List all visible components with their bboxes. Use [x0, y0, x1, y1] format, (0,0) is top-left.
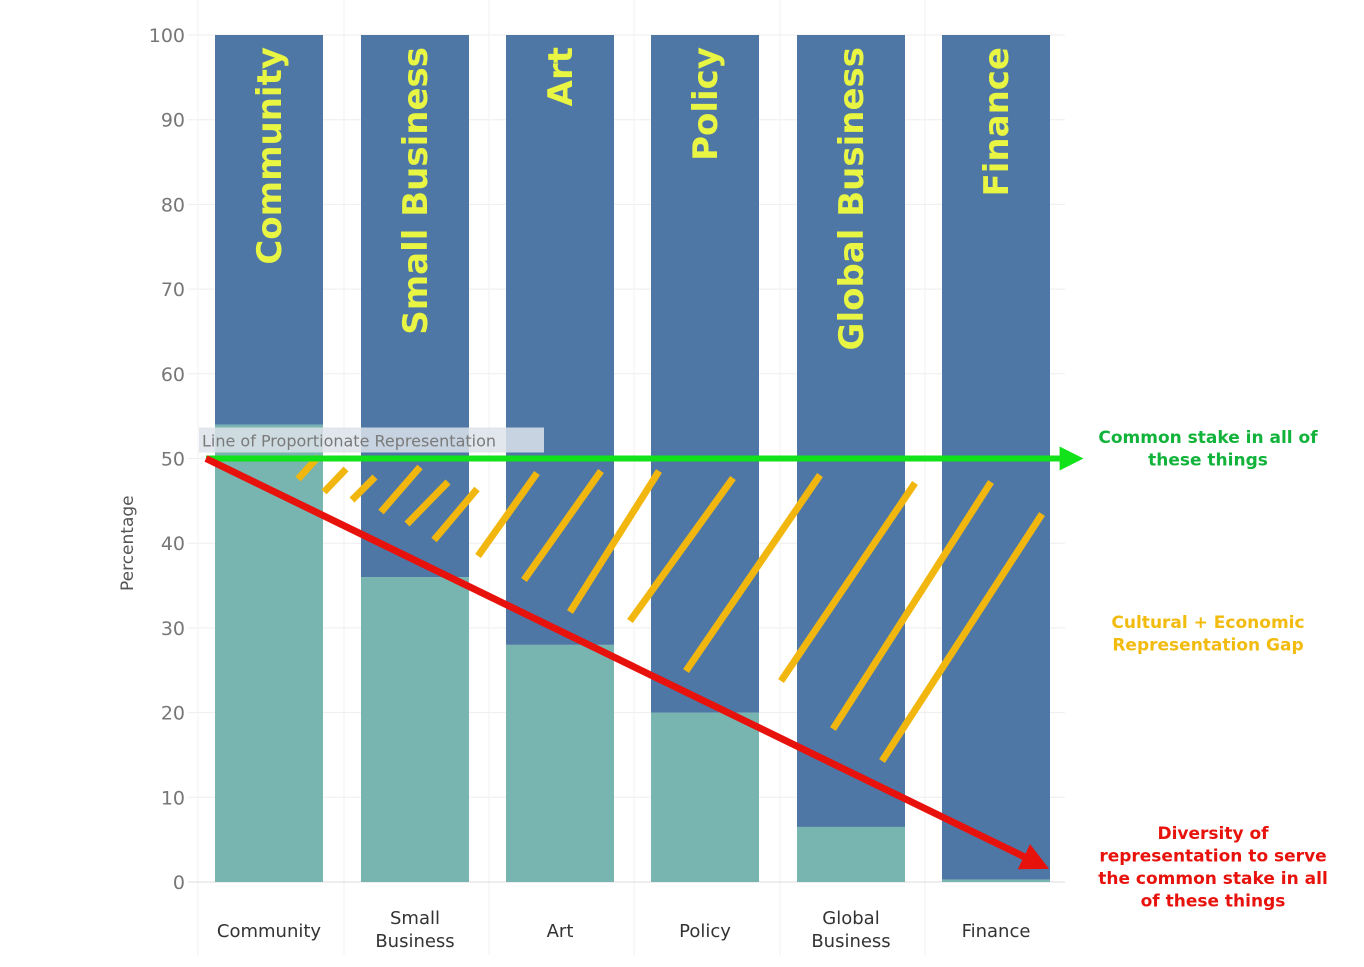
hatch-stroke [321, 466, 349, 495]
y-tick-label: 70 [161, 279, 185, 301]
bar-segment-remainder [651, 35, 759, 713]
category-tick-label: Business [811, 931, 890, 952]
annotations: Common stake in all of these thingsCultur… [1098, 428, 1328, 912]
y-axis-label: Percentage [118, 495, 138, 591]
bar-segment-represented [651, 712, 759, 882]
y-tick-label: 60 [161, 364, 185, 386]
diversity-arrow [204, 455, 1050, 870]
hatch-stroke [521, 468, 604, 583]
category-tick-label: Art [547, 921, 574, 942]
annotation-diversity: of these things [1141, 892, 1286, 912]
annotation-gap: Representation Gap [1112, 636, 1303, 656]
hatch-stroke [431, 486, 480, 543]
category-tick-label: Policy [679, 921, 731, 942]
y-tick-label: 50 [161, 449, 185, 471]
y-axis-ticks: 0 10 20 30 40 50 60 70 80 90 100 [149, 25, 185, 894]
bar-label: Finance [977, 47, 1017, 196]
hatch-stroke [879, 512, 1045, 763]
hatch-stroke [404, 479, 451, 527]
representation-gap-hatching [295, 454, 1045, 763]
y-tick-label: 10 [161, 787, 185, 809]
bar-label: Global Business [832, 47, 872, 350]
bar-label: Art [541, 47, 581, 106]
y-tick-label: 40 [161, 533, 185, 555]
reference-line-label: Line of Proportionate Representation [202, 432, 496, 451]
annotation-diversity: the common stake in all [1098, 869, 1328, 889]
bar-segment-represented [942, 879, 1050, 882]
reference-label-bg [199, 427, 544, 453]
bar-segment-represented [506, 644, 614, 882]
bar-segment-represented [361, 577, 469, 882]
y-tick-label: 80 [161, 194, 185, 216]
y-tick-label: 90 [161, 110, 185, 132]
hatch-stroke [475, 470, 540, 559]
hatch-stroke [683, 473, 823, 673]
bar-label: Community [250, 47, 290, 265]
hatch-stroke [349, 474, 378, 503]
y-tick-label: 100 [149, 25, 185, 47]
category-tick-label: Global [822, 908, 879, 929]
category-tick-label: Business [375, 931, 454, 952]
bar-segment-remainder [506, 35, 614, 645]
hatch-stroke [830, 480, 994, 731]
hatch-stroke [567, 469, 662, 614]
arrows [204, 446, 1084, 870]
bar-label: Small Business [396, 47, 436, 335]
bar-segment-represented [797, 826, 905, 882]
hatch-stroke [778, 481, 918, 683]
annotation-common-stake: Common stake in all of [1098, 428, 1318, 448]
bar-segment-remainder [361, 35, 469, 578]
category-tick-label: Community [217, 921, 322, 942]
bar-segment-represented [215, 424, 323, 882]
reference-label-group: Line of Proportionate Representation [199, 427, 544, 453]
bar-segment-remainder [215, 35, 323, 425]
annotation-common-stake: these things [1148, 451, 1268, 471]
category-tick-label: Small [390, 908, 440, 929]
y-tick-label: 20 [161, 703, 185, 725]
category-tick-label: Finance [962, 921, 1031, 942]
hatch-stroke [378, 464, 423, 515]
y-tick-label: 30 [161, 618, 185, 640]
bar-labels: Community Small Business Art Policy Global B… [250, 47, 1017, 350]
y-tick-label: 0 [173, 872, 185, 894]
hatch-stroke [627, 475, 736, 624]
annotation-diversity: representation to serve [1099, 847, 1326, 867]
bar-label: Policy [686, 47, 726, 161]
annotation-diversity: Diversity of [1157, 824, 1269, 844]
annotation-gap: Cultural + Economic [1111, 613, 1304, 633]
